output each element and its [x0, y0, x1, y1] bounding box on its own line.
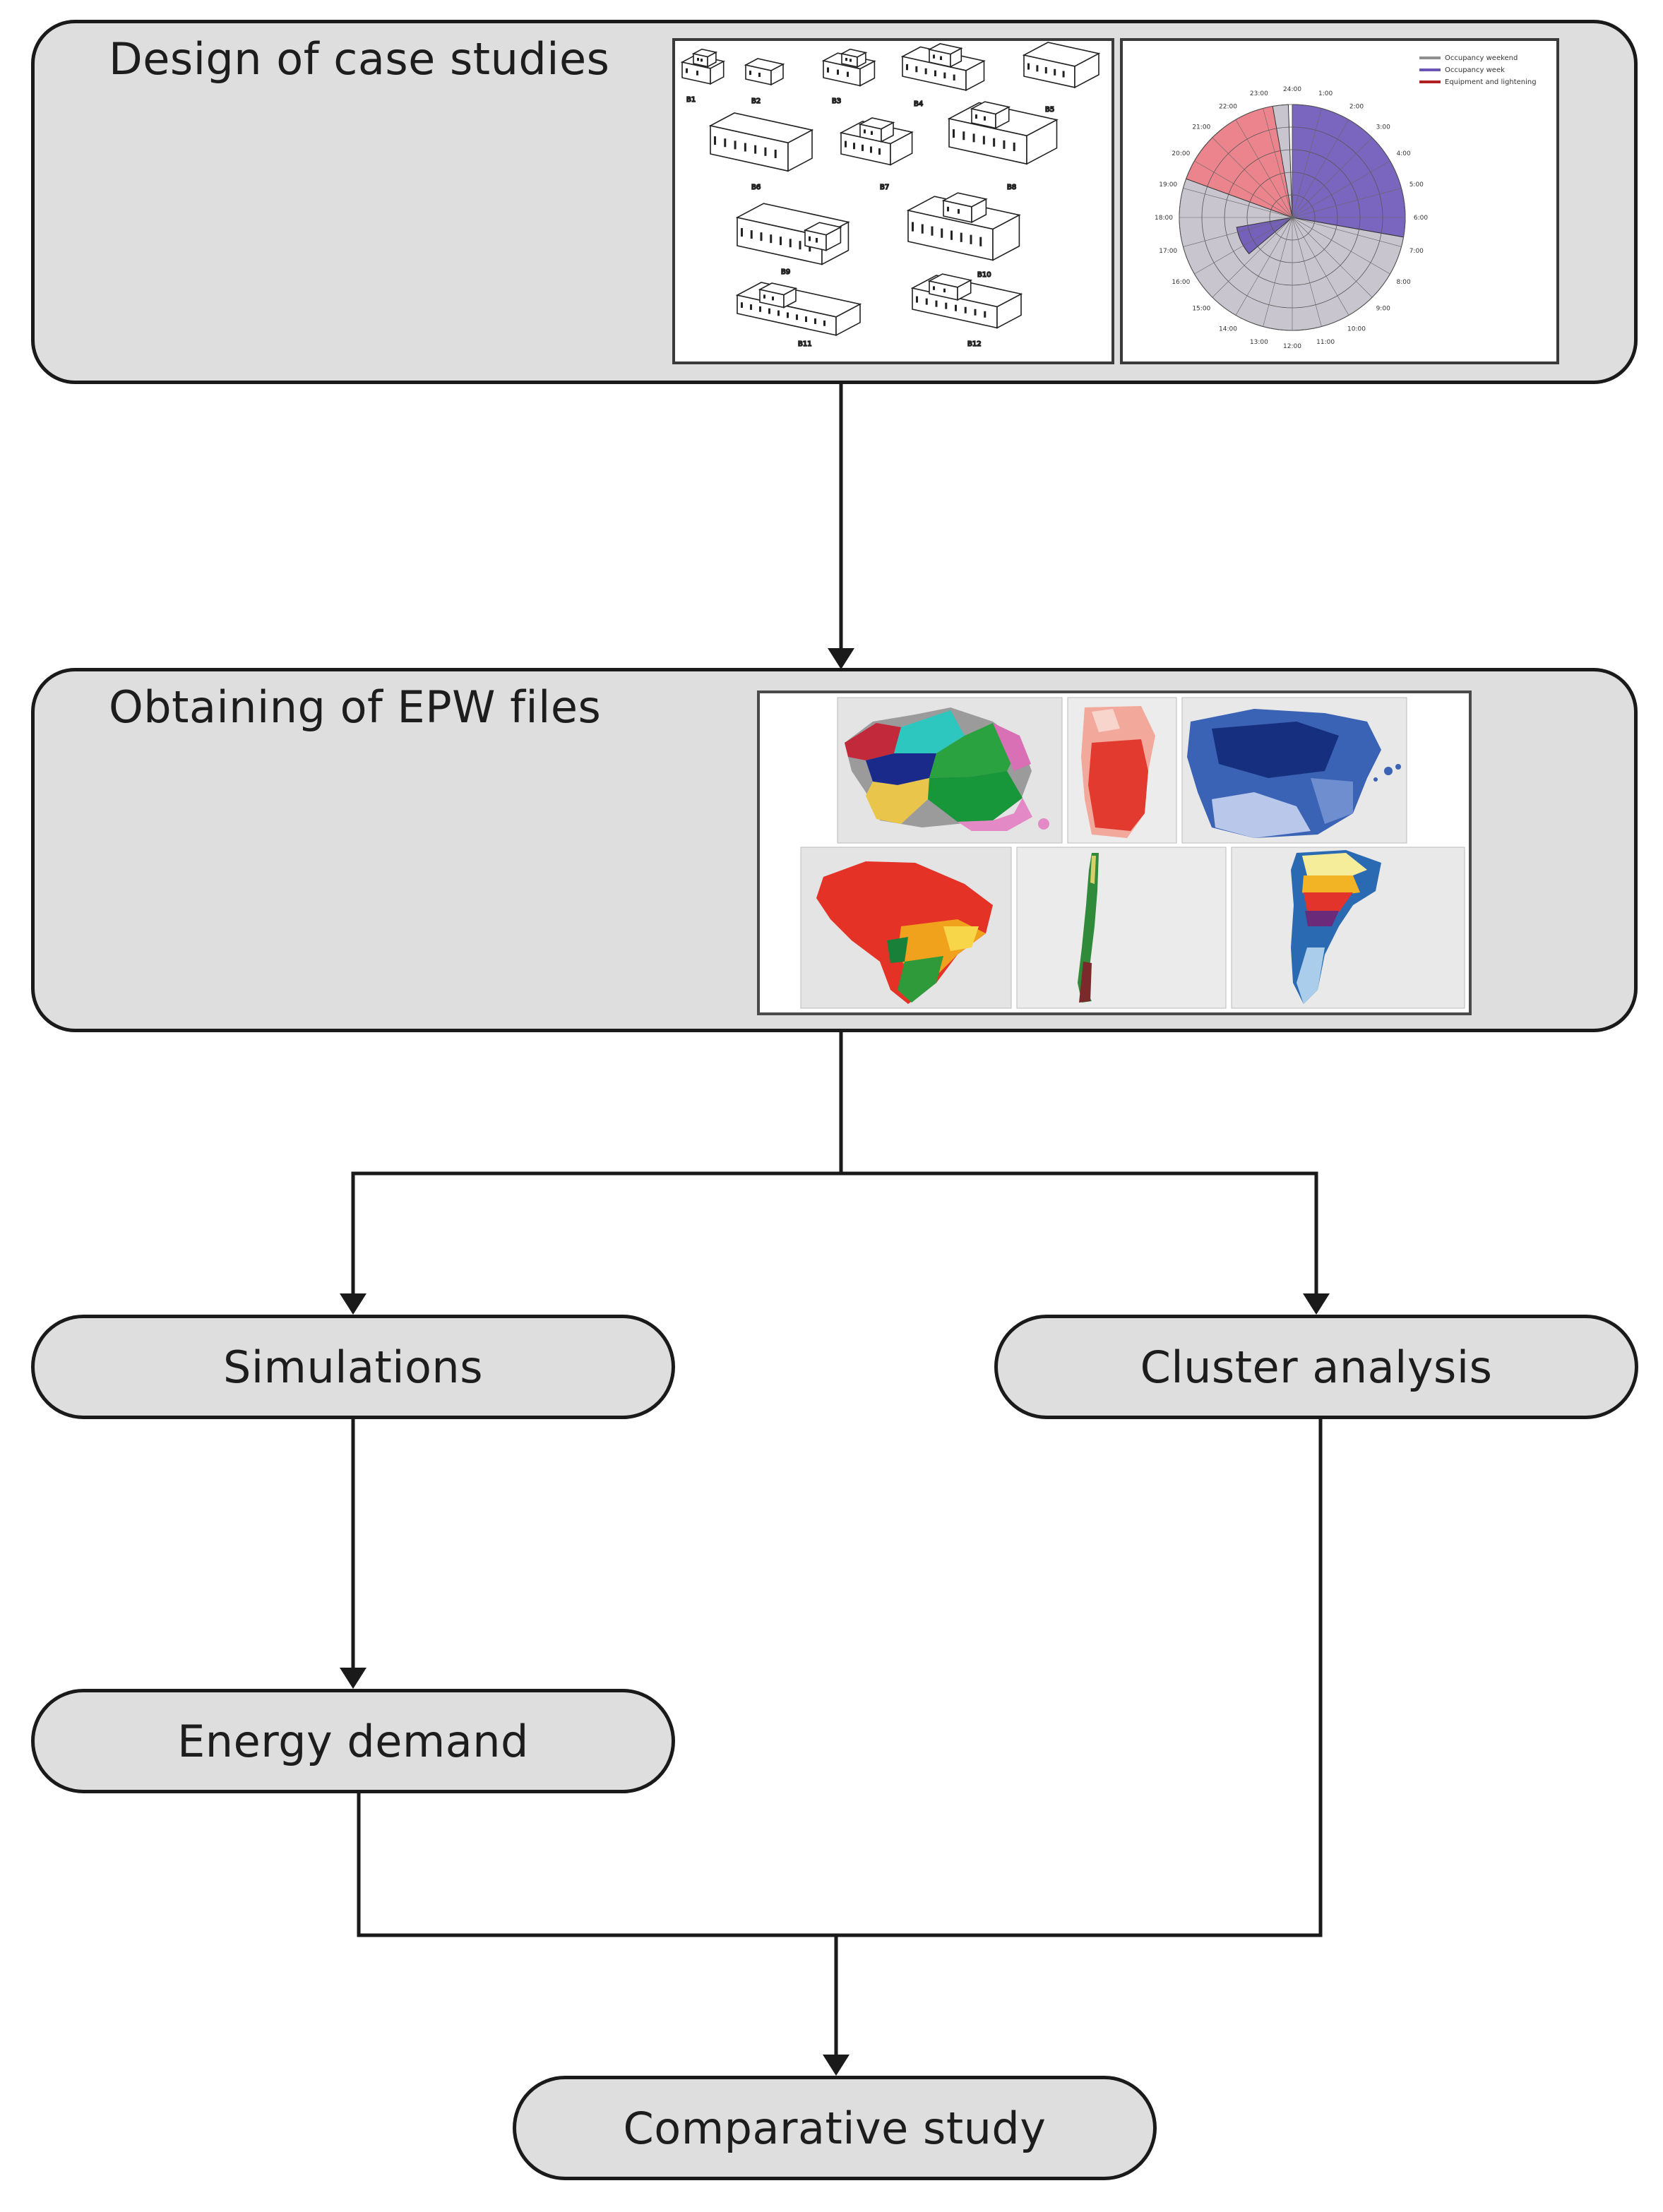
schedule-polar-figure: 1:00 2:00 3:00 4:00 5:00 6:00 7:00 8:00 9:00 10:0…: [1155, 54, 1537, 350]
building-code-label: B5: [1045, 106, 1054, 114]
arrowhead-simulations: [340, 1293, 366, 1315]
hour-tick-label: 9:00: [1376, 306, 1390, 313]
obtaining-epw-files-label: Obtaining of EPW files: [109, 681, 602, 733]
hour-tick-label: 13:00: [1250, 339, 1268, 346]
arrowhead-comparative: [823, 2055, 850, 2076]
arrowhead-epw: [828, 648, 854, 669]
arrowhead-energy: [340, 1668, 366, 1689]
map-spain: [1181, 697, 1407, 844]
hour-tick-label: 6:00: [1414, 215, 1428, 222]
building-code-label: B6: [751, 184, 761, 191]
hour-tick-label: 12:00: [1283, 343, 1301, 350]
map-france: [837, 697, 1063, 844]
arrowhead-cluster: [1303, 1293, 1330, 1315]
connector-epw-cluster: [841, 1171, 1318, 1296]
building-code-label: B10: [977, 271, 991, 279]
hour-tick-label: 21:00: [1192, 124, 1210, 131]
building-code-label: B7: [880, 184, 889, 191]
comparative-study-node: Comparative study: [513, 2076, 1157, 2180]
hour-tick-label: 11:00: [1316, 339, 1335, 346]
connector-energy-merge: [357, 1419, 1323, 1937]
hour-tick-label: 2:00: [1349, 103, 1364, 110]
map-argentina: [1231, 847, 1465, 1009]
map-brazil: [800, 847, 1012, 1009]
hour-tick-label: 3:00: [1376, 124, 1390, 131]
hour-tick-label: 14:00: [1219, 326, 1237, 333]
hour-tick-label: 4:00: [1397, 150, 1411, 157]
building-code-label: B1: [686, 96, 696, 104]
schedule-polar-panel: 1:00 2:00 3:00 4:00 5:00 6:00 7:00 8:00 9:00 10:0…: [1120, 38, 1559, 364]
cluster-analysis-label: Cluster analysis: [1140, 1341, 1493, 1393]
building-code-label: B3: [832, 97, 841, 105]
schedule-legend: Occupancy weekend Occupancy week Equipme…: [1419, 54, 1537, 86]
connector-epw-split: [351, 1031, 843, 1296]
climate-maps-panel: [757, 690, 1472, 1015]
hour-tick-label: 17:00: [1159, 248, 1177, 255]
building-code-label: B2: [751, 97, 761, 105]
legend-occupancy-weekend: Occupancy weekend: [1445, 54, 1518, 62]
hour-tick-label: 23:00: [1250, 90, 1268, 97]
hour-tick-label: 15:00: [1192, 306, 1210, 313]
hour-tick-label: 24:00: [1283, 86, 1301, 93]
hour-tick-label: 8:00: [1397, 279, 1411, 286]
hour-tick-label: 20:00: [1172, 150, 1190, 157]
map-portugal: [1067, 697, 1177, 844]
simulations-label: Simulations: [222, 1341, 484, 1393]
legend-equipment-lightening: Equipment and lightening: [1445, 78, 1537, 86]
hour-tick-label: 18:00: [1155, 215, 1173, 222]
hour-tick-label: 10:00: [1347, 326, 1366, 333]
building-code-label: B12: [967, 340, 982, 348]
energy-demand-node: Energy demand: [31, 1689, 675, 1793]
climate-maps-figure: [800, 697, 1465, 1009]
hour-tick-label: 1:00: [1318, 90, 1333, 97]
comparative-study-label: Comparative study: [623, 2102, 1047, 2154]
design-case-studies-label: Design of case studies: [109, 33, 610, 85]
building-code-label: B11: [798, 340, 812, 348]
hour-tick-label: 7:00: [1409, 248, 1424, 255]
hour-tick-label: 16:00: [1172, 279, 1190, 286]
legend-occupancy-week: Occupancy week: [1445, 66, 1505, 74]
building-code-label: B4: [914, 100, 923, 108]
energy-demand-label: Energy demand: [177, 1715, 529, 1767]
map-chile: [1016, 847, 1227, 1009]
hour-tick-label: 22:00: [1219, 103, 1237, 110]
building-code-label: B8: [1007, 184, 1016, 191]
hour-tick-label: 19:00: [1159, 181, 1177, 189]
hour-tick-label: 5:00: [1409, 181, 1424, 189]
building-code-label: B9: [781, 268, 790, 276]
cluster-analysis-node: Cluster analysis: [994, 1315, 1638, 1419]
simulations-node: Simulations: [31, 1315, 675, 1419]
